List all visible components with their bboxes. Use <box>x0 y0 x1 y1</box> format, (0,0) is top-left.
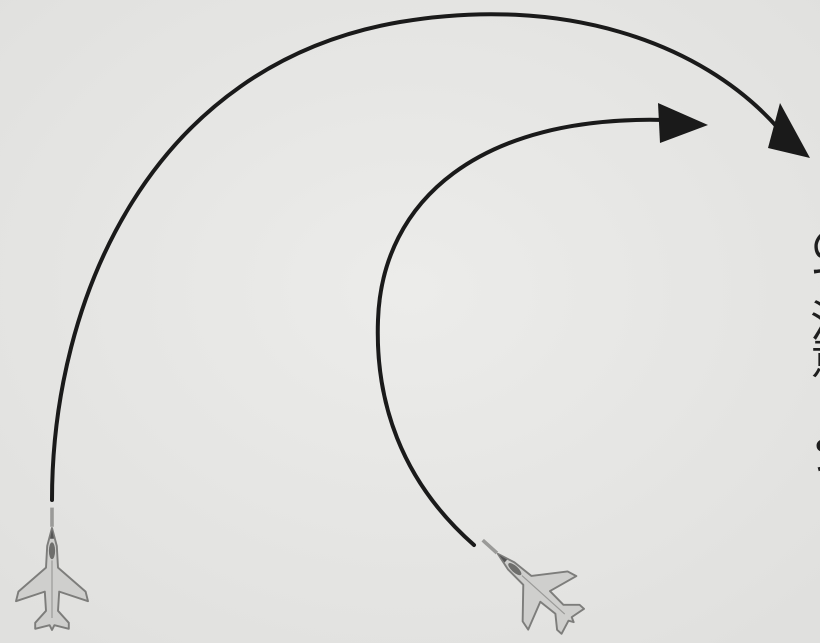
side-caption-text: のて注意しよう <box>792 222 820 552</box>
